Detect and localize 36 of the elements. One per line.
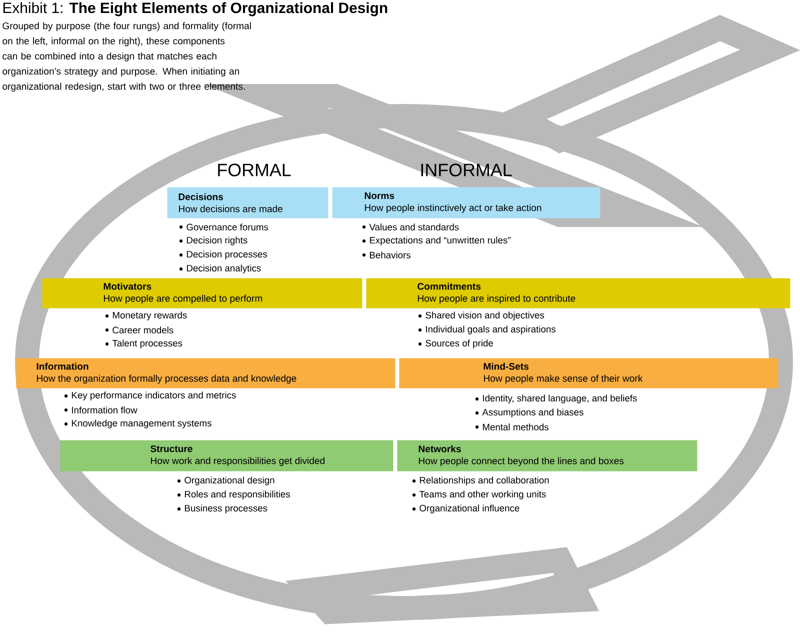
element-band: Mind-Sets How people make sense of their work [399,358,778,388]
bullet-item: Values and standards [362,224,459,230]
caption: Grouped by purpose (the four rungs) and formality (formal on the left, informal on the right), these components can be combined into a design that matches each organization’s strategy and purpose. When initiating an organizational redesign, start with two or three elements. [2,22,251,92]
bullet-item: Organizational design [177,476,274,486]
bullet-item: Talent processes [105,340,182,348]
bullet-item: Information flow [64,406,138,414]
bullet-item: Expectations and “unwritten rules” [362,236,510,246]
bullet-item: Key performance indicators and metrics [64,392,236,400]
title: Exhibit 1: The Eight Elements of Organizational Design [3,2,388,16]
bullet-item: Decision analytics [179,264,261,274]
element-band: Information How the organization formally processes data and knowledge [16,358,396,388]
element-band: Networks How people connect beyond the lines and boxes [397,440,698,472]
bullet-item: Roles and responsibilities [177,490,290,500]
bullet-item: Identity, shared language, and beliefs [475,394,637,404]
bullet-item: Shared vision and objectives [418,312,544,320]
bullet-item: Sources of pride [418,340,493,348]
bullet-item: Assumptions and biases [475,408,584,418]
element-band: Commitments How people are inspired to contribute [366,278,790,308]
bullet-item: Career models [105,326,174,334]
element-band: Motivators How people are compelled to perform [42,278,362,308]
column-heading: FORMAL [218,164,291,176]
bullet-item: Teams and other working units [412,490,546,500]
bullet-item: Decision rights [179,236,248,246]
bullet-item: Behaviors [362,252,410,258]
bullet-item: Decision processes [179,250,268,260]
bullet-item: Knowledge management systems [64,420,212,428]
bullet-item: Relationships and collaboration [412,476,549,486]
element-band: Norms How people instinctively act or take action [332,187,600,218]
element-band: Decisions How decisions are made [167,187,328,218]
bullet-item: Business processes [177,504,268,514]
bullet-item: Mental methods [475,424,548,430]
bullet-item: Monetary rewards [105,312,187,320]
bullet-item: Governance forums [179,224,268,230]
bullet-item: Individual goals and aspirations [418,326,556,334]
element-band: Structure How work and responsibilities get divided [60,440,394,472]
bullet-item: Organizational influence [412,504,520,514]
